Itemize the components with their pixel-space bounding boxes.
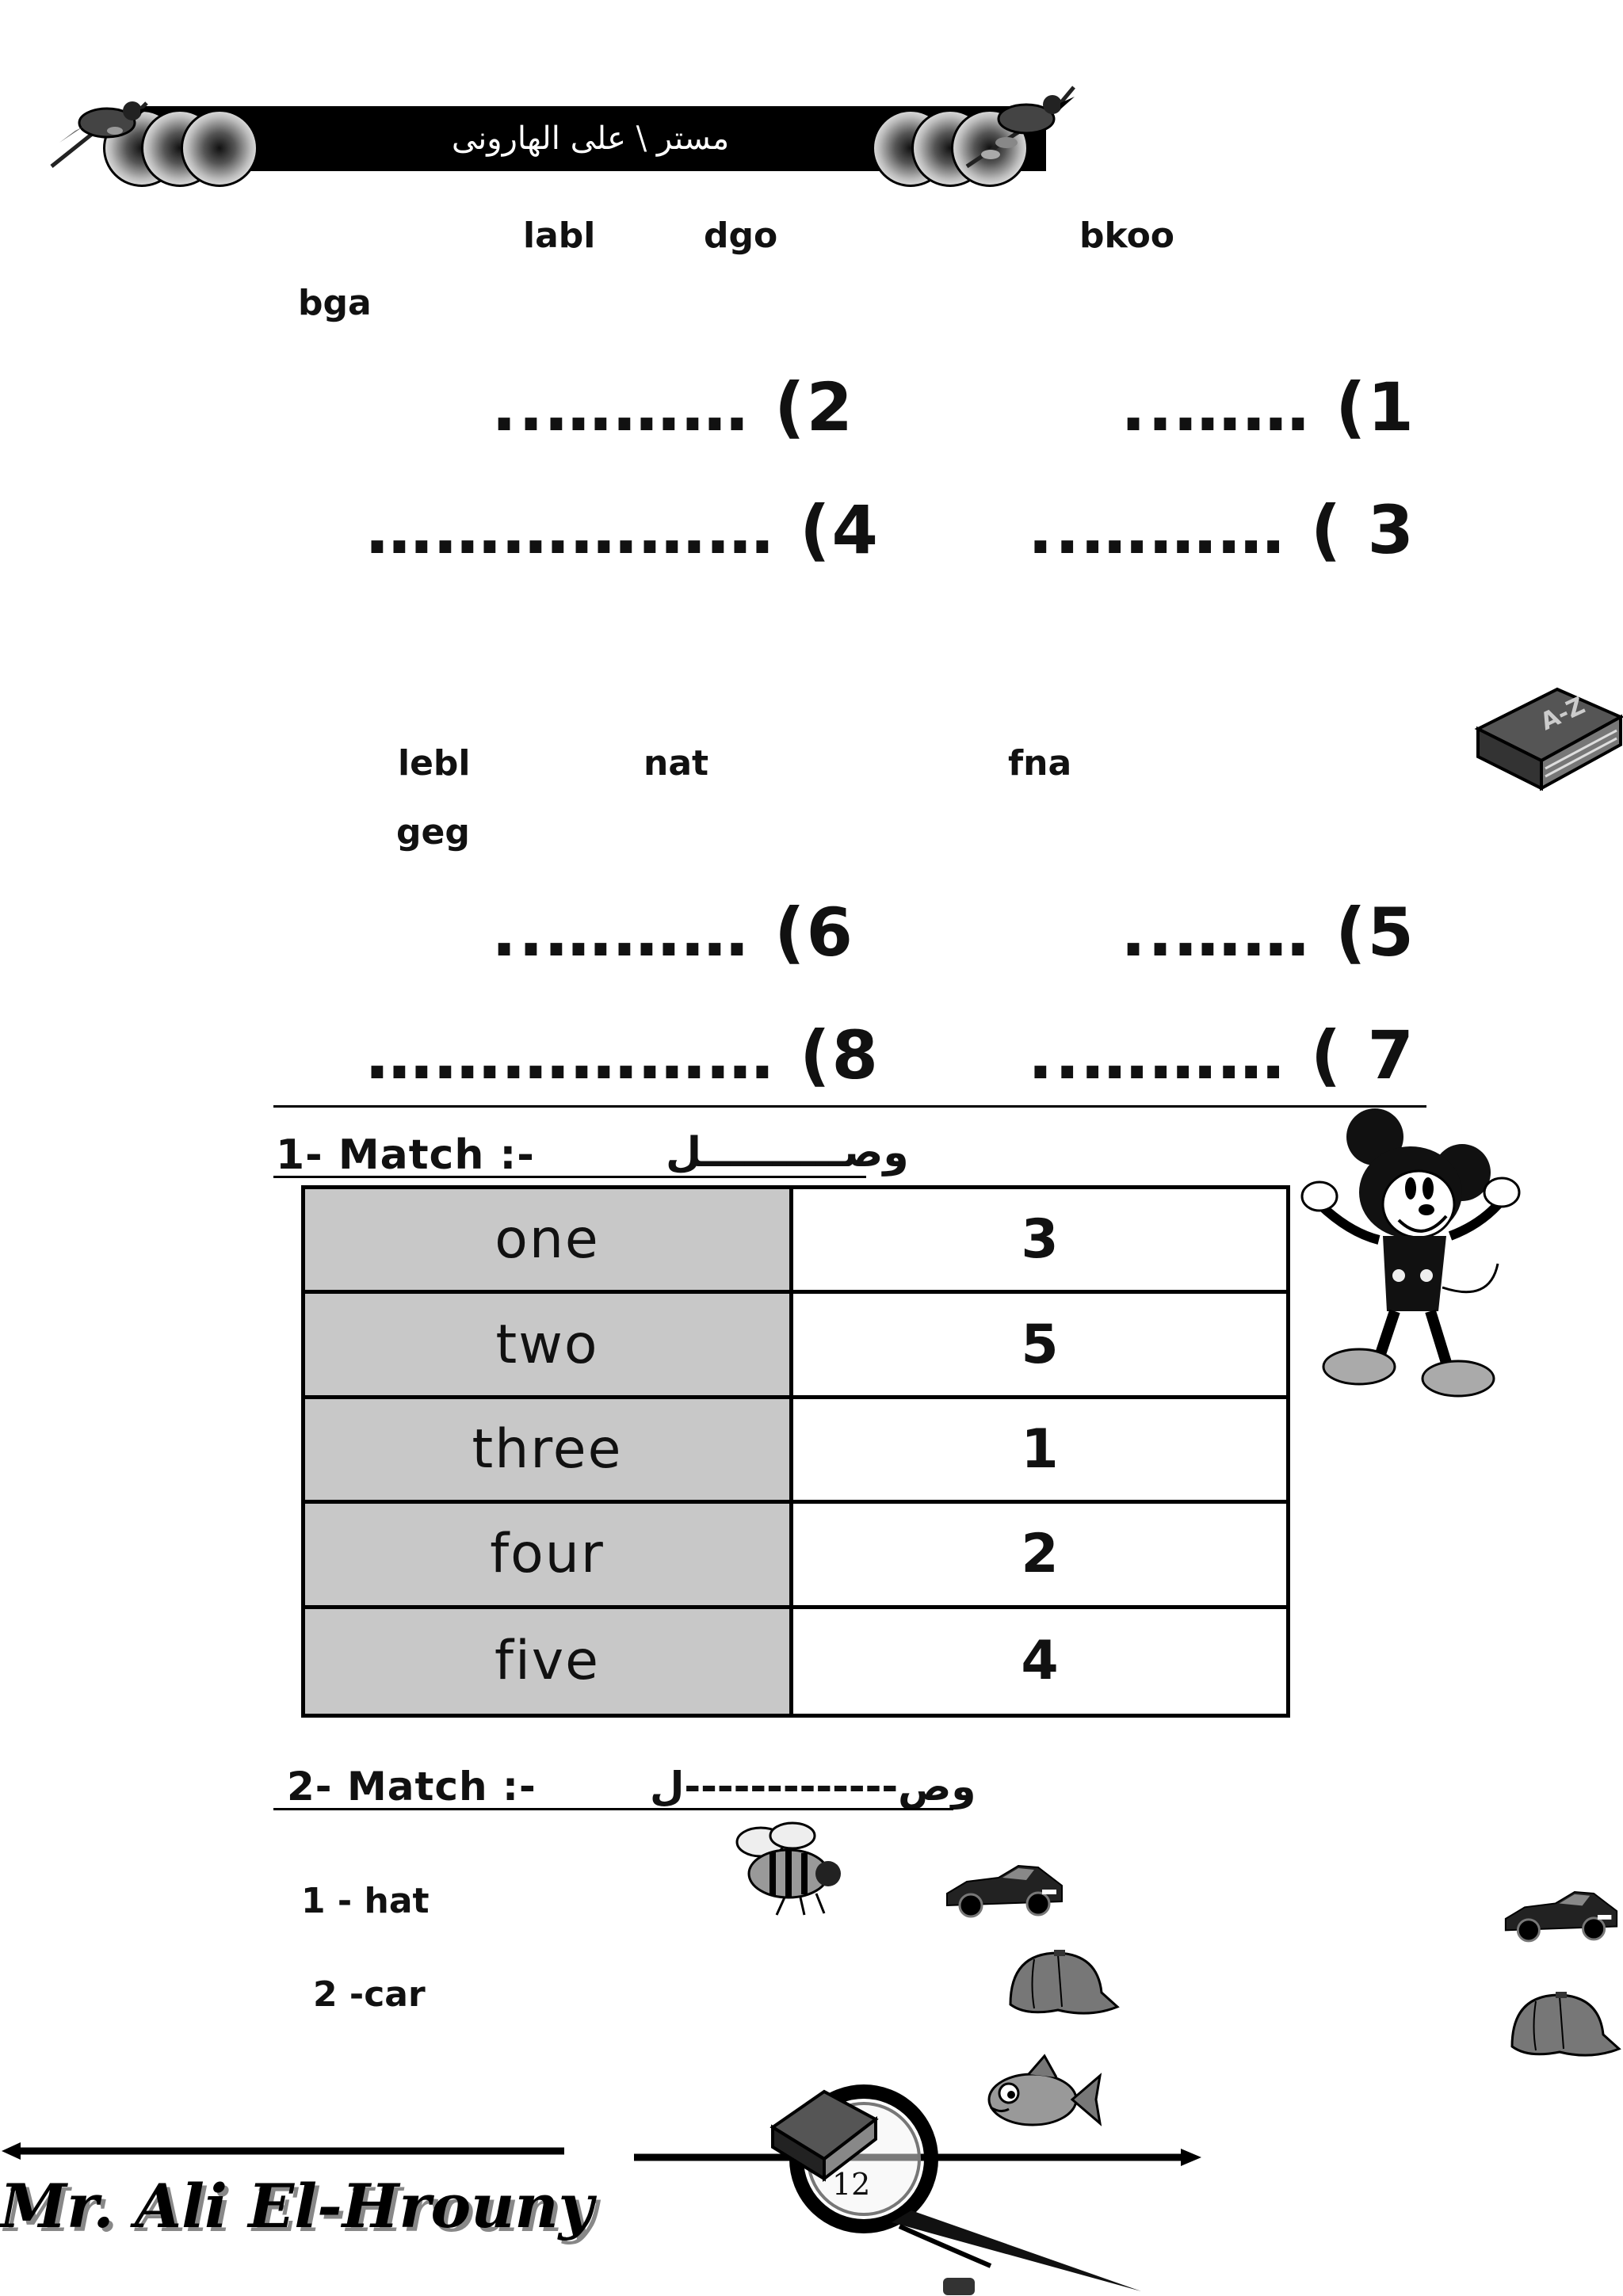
scrambled-word: lebl (398, 743, 471, 784)
match-word[interactable]: five (305, 1608, 793, 1714)
match1-underline (273, 1176, 866, 1178)
footer-arrow-left (2, 2142, 564, 2160)
match2-item[interactable]: 2 -car (313, 1974, 426, 2015)
header-disc-icon (181, 109, 258, 187)
answer-line[interactable]: 8) ……………… (365, 1016, 880, 1094)
answer-line[interactable]: 6) ……….. (491, 894, 854, 971)
author-signature: Mr. Ali El-Hrouny (0, 2171, 594, 2241)
bird-icon (965, 86, 1075, 169)
match-word[interactable]: four (305, 1504, 793, 1609)
scrambled-word: dgo (704, 215, 778, 256)
match-word[interactable]: one (305, 1189, 793, 1295)
answer-line[interactable]: 4) ……………… (365, 491, 880, 569)
cap-icon (1510, 1992, 1621, 2057)
page-number: 12 (832, 2167, 871, 2202)
scrambled-word: nat (643, 743, 709, 784)
scrambled-word: bga (298, 283, 372, 323)
match2-arabic-title: وص-------------ل (650, 1764, 976, 1810)
magnifier-icon (769, 2084, 1141, 2295)
cap-icon (1009, 1950, 1120, 2015)
bee-icon (735, 1821, 841, 1916)
match-number[interactable]: 3 (793, 1189, 1286, 1295)
answer-line[interactable]: 3 ) ……….. (1027, 491, 1415, 569)
match-word[interactable]: three (305, 1398, 793, 1505)
match-number[interactable]: 5 (793, 1294, 1286, 1399)
car-icon (1504, 1890, 1618, 1943)
book-icon: A-Z (1474, 687, 1623, 791)
match-number[interactable]: 2 (793, 1504, 1286, 1609)
scrambled-word: fna (1008, 743, 1072, 784)
mickey-mouse-icon (1300, 1108, 1521, 1398)
match-number[interactable]: 4 (793, 1608, 1286, 1714)
scrambled-word: geg (396, 812, 470, 852)
section-divider (273, 1105, 1426, 1108)
match1-arabic-title: وصــــــــــل (666, 1129, 909, 1177)
match-word[interactable]: two (305, 1294, 793, 1399)
fish-icon (987, 2054, 1102, 2126)
match1-title: 1- Match :- (276, 1131, 535, 1179)
answer-line[interactable]: 7 ) ……….. (1027, 1016, 1415, 1094)
answer-line[interactable]: 1) …….. (1121, 368, 1415, 446)
answer-line[interactable]: 5) …….. (1121, 894, 1415, 971)
bird-icon (50, 101, 153, 168)
scrambled-word: labl (523, 215, 596, 256)
match2-item[interactable]: 1 - hat (301, 1881, 430, 1921)
match-table: one 3 two 5 three 1 four 2 five 4 (301, 1185, 1290, 1718)
answer-line[interactable]: 2) ……….. (491, 368, 854, 446)
header-title: مستر \ على الهارونى (451, 120, 730, 157)
match2-title: 2- Match :- (287, 1764, 537, 1810)
scrambled-word: bkoo (1079, 215, 1175, 256)
car-icon (946, 1864, 1063, 1918)
match2-underline (273, 1808, 953, 1810)
match-number[interactable]: 1 (793, 1398, 1286, 1505)
